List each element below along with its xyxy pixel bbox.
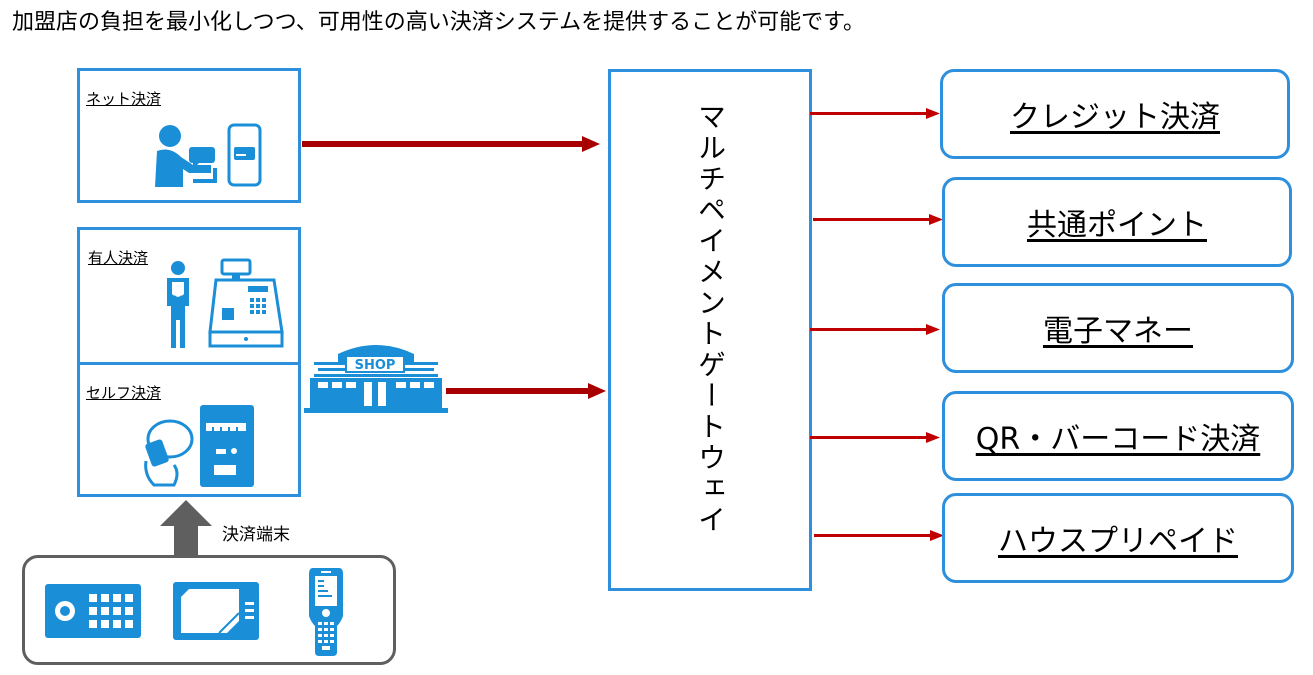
kiosk-machine-icon <box>200 405 254 487</box>
handheld-terminal-icon <box>309 568 343 656</box>
card-tap-hand-icon <box>144 419 194 487</box>
shop-icon: SHOP <box>304 345 448 413</box>
cash-register-icon <box>208 258 284 348</box>
terminal-tray <box>22 555 396 665</box>
multi-payment-gateway: マルチペイメントゲートウェイ <box>608 69 812 591</box>
self-payment-box: セルフ決済 <box>77 362 301 497</box>
payment-method-label: ハウスプリペイド <box>998 524 1238 559</box>
terminal-up-arrow <box>160 500 212 556</box>
shop-sign-text: SHOP <box>355 358 396 373</box>
staffed-payment-box: 有人決済 <box>77 227 301 365</box>
arrow-to-emoney <box>810 324 940 335</box>
payment-method-credit: クレジット決済 <box>940 69 1290 159</box>
arrow-to-qr <box>810 432 940 443</box>
arrow-to-credit <box>810 108 940 119</box>
net-payment-box: ネット決済 <box>77 68 301 203</box>
headline: 加盟店の負担を最小化しつつ、可用性の高い決済システムを提供することが可能です。 <box>12 10 865 35</box>
payment-method-label: QR・バーコード決済 <box>975 422 1261 457</box>
card-reader-keypad-icon <box>45 584 141 638</box>
payment-method-house-prepaid: ハウスプリペイド <box>942 493 1294 583</box>
payment-method-label: クレジット決済 <box>1010 100 1220 135</box>
payment-method-label: 電子マネー <box>1043 314 1193 349</box>
net-payment-label: ネット決済 <box>86 90 162 108</box>
payment-method-emoney: 電子マネー <box>942 283 1294 373</box>
touch-panel-terminal-icon <box>173 582 259 640</box>
gateway-label: マルチペイメントゲートウェイ <box>694 102 727 536</box>
payment-method-points: 共通ポイント <box>942 177 1292 267</box>
cashier-staff-icon <box>167 261 189 348</box>
online-shopper-icon <box>155 123 262 187</box>
arrow-to-house-prepaid <box>814 530 944 541</box>
payment-method-qr-barcode: QR・バーコード決済 <box>942 391 1294 481</box>
terminal-label: 決済端末 <box>222 525 290 545</box>
staffed-payment-label: 有人決済 <box>88 249 149 267</box>
shop-to-gateway-arrow <box>446 383 606 399</box>
arrow-to-points <box>813 214 943 225</box>
net-to-gateway-arrow <box>302 136 600 152</box>
self-payment-label: セルフ決済 <box>86 384 162 402</box>
payment-method-label: 共通ポイント <box>1027 208 1207 243</box>
